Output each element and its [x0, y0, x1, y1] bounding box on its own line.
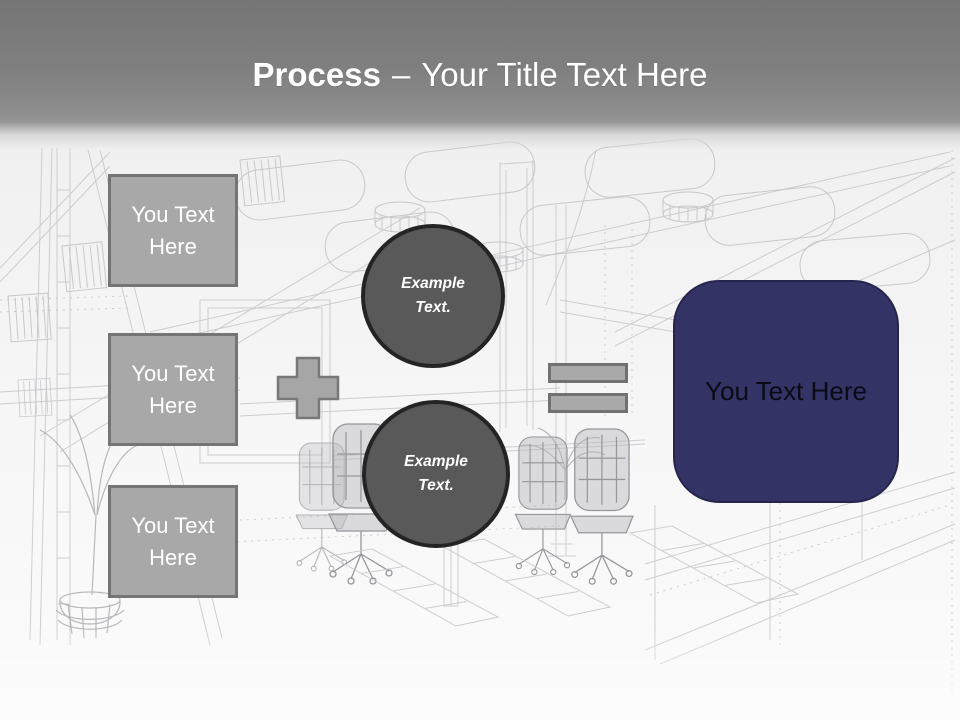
input-box-3: You Text Here — [108, 485, 238, 598]
slide-title-rest: Your Title Text Here — [421, 56, 708, 93]
header-band: Process–Your Title Text Here — [0, 0, 960, 150]
example-circle-1: Example Text. — [361, 224, 505, 368]
example-circle-2: Example Text. — [362, 400, 510, 548]
plus-icon — [276, 356, 340, 420]
input-box-3-label: You Text Here — [131, 513, 215, 570]
input-box-1-label: You Text Here — [131, 202, 215, 259]
slide-title: Process–Your Title Text Here — [0, 56, 960, 94]
floor-mats-sketch — [329, 525, 799, 627]
bottom-fade-overlay — [0, 625, 960, 720]
equals-icon — [548, 363, 628, 383]
slide-title-dash: – — [391, 56, 411, 93]
input-box-2: You Text Here — [108, 333, 238, 446]
example-circle-1-label: Example Text. — [401, 274, 465, 316]
example-circle-2-label: Example Text. — [404, 452, 468, 494]
result-box: You Text Here — [673, 280, 899, 503]
slide-title-bold: Process — [252, 56, 381, 93]
input-box-2-label: You Text Here — [131, 361, 215, 418]
equals-icon-bottom-bar — [548, 393, 628, 413]
input-box-1: You Text Here — [108, 174, 238, 287]
result-box-label: You Text Here — [705, 376, 867, 406]
